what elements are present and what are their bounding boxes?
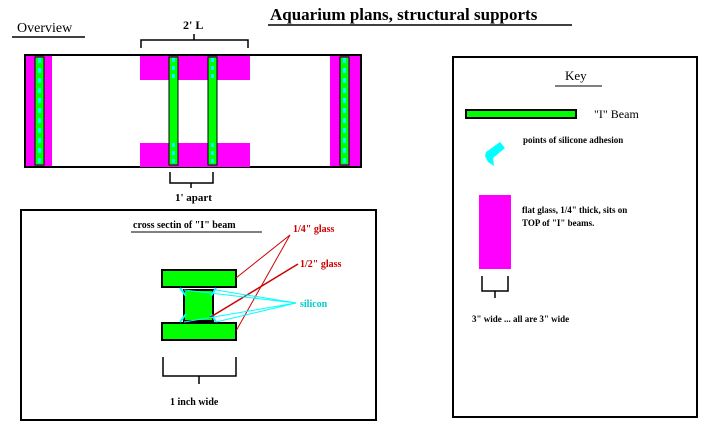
three-inch-bracket <box>481 276 509 298</box>
silicon-label: silicon <box>300 299 328 310</box>
legend-glass-swatch <box>479 195 511 269</box>
bottom-flange <box>161 322 237 341</box>
silicon-leader-4 <box>215 302 297 323</box>
legend-glass-label-2: TOP of "I" beams. <box>522 218 594 228</box>
legend-glass-label-1: flat glass, 1/4" thick, sits on <box>522 205 627 215</box>
cross-section-panel: cross sectin of "I" beam 1/4" glass 1/2"… <box>20 209 377 421</box>
key-title: Key <box>565 68 587 83</box>
apart-label: 1' apart <box>175 192 212 204</box>
three-inch-label: 3" wide ... all are 3" wide <box>472 314 569 324</box>
inch-bracket <box>162 357 237 384</box>
legend-silicone-swatch <box>485 142 505 166</box>
inch-width-label: 1 inch wide <box>170 397 219 408</box>
key-panel: Key "I" Beam points of silicone adhesion… <box>452 56 698 418</box>
legend-i-beam-label: "I" Beam <box>594 107 639 121</box>
length-label: 2' L <box>183 18 203 32</box>
top-glass-pad <box>140 56 250 80</box>
section-silicone-fillets <box>179 287 217 323</box>
top-flange <box>161 269 237 288</box>
overview-label: Overview <box>17 21 73 36</box>
quarter-glass-label: 1/4" glass <box>293 224 335 235</box>
apart-bracket <box>169 172 214 188</box>
page-title: Aquarium plans, structural supports <box>270 5 538 24</box>
silicon-leader-2 <box>215 289 297 304</box>
quarter-glass-leader-top <box>235 234 291 279</box>
legend-silicone-label: points of silicone adhesion <box>523 135 623 145</box>
silicon-leader-1 <box>183 289 297 304</box>
center-left-i-beam <box>168 56 179 166</box>
half-glass-label: 1/2" glass <box>300 259 342 270</box>
cross-section-title: cross sectin of "I" beam <box>133 220 236 231</box>
bottom-glass-pad <box>140 143 250 167</box>
silicon-leader-3 <box>183 302 297 323</box>
center-right-i-beam <box>207 56 218 166</box>
half-glass-leader <box>208 263 299 319</box>
overview-panel <box>24 54 362 168</box>
beam-web <box>183 289 214 322</box>
legend-i-beam-swatch <box>465 109 577 119</box>
length-bracket <box>140 34 249 48</box>
